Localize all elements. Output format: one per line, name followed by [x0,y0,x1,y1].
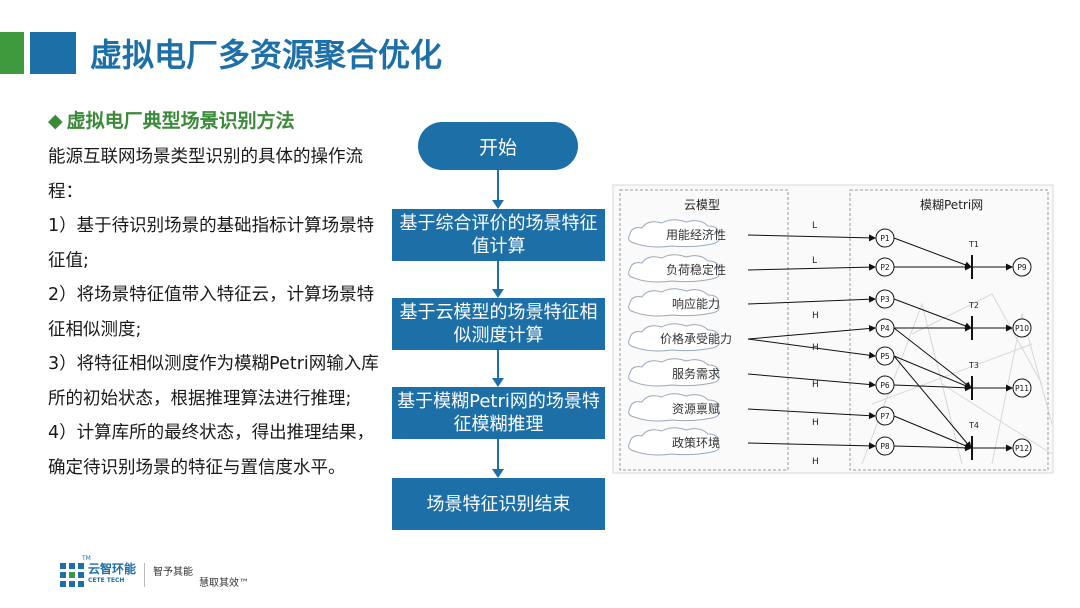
accent-bar-green [0,32,24,74]
logo-divider [144,563,145,587]
place-label: P2 [880,263,890,272]
place-label: P11 [1015,384,1029,393]
logo-slogan-2: 慧取其效™ [199,574,249,589]
place-label: P1 [880,234,890,243]
cloud-label: 服务需求 [672,366,720,381]
flow-step-3: 基于模糊Petri网的场景特征模糊推理 [392,387,605,439]
diamond-bullet-icon: ◆ [48,110,63,132]
input-place: P7 [876,407,894,425]
input-place: P3 [876,290,894,308]
company-logo: TM 云智环能 CETE TECH 智予其能 慧取其效™ [58,560,249,590]
flow-arrow-2 [497,261,499,296]
accent-bar-blue [30,32,76,74]
cloud-label: 负荷稳定性 [666,262,726,277]
section-heading-text: 虚拟电厂典型场景识别方法 [67,110,295,132]
logo-slogan-1: 智予其能 [153,563,193,578]
edge-label: H [812,418,819,428]
place-label: P12 [1015,444,1029,453]
procedure-intro: 能源互联网场景类型识别的具体的操作流程： [48,140,384,209]
procedure-step-3: 3）将特征相似测度作为模糊Petri网输入库所的初始状态，根据推理算法进行推理; [48,347,384,416]
place-label: P8 [880,442,890,451]
flow-step-2: 基于云模型的场景特征相似测度计算 [392,298,605,350]
output-place: P11 [1013,379,1031,397]
input-place: P2 [876,258,894,276]
page-title: 虚拟电厂多资源聚合优化 [90,30,442,76]
cloud-label: 响应能力 [672,296,720,311]
flow-arrow-1 [497,170,499,207]
edge-label: H [812,343,819,353]
edge-label: L [812,256,817,266]
procedure-step-1: 1）基于待识别场景的基础指标计算场景特征值; [48,209,384,278]
transition-label: T2 [968,301,979,310]
edge-label: H [812,457,819,467]
place-label: P4 [880,324,890,333]
procedure-step-2: 2）将场景特征值带入特征云，计算场景特征相似测度; [48,278,384,347]
procedure-text: 能源互联网场景类型识别的具体的操作流程： 1）基于待识别场景的基础指标计算场景特… [48,140,384,485]
flow-step-4: 场景特征识别结束 [392,478,605,530]
flow-arrow-3 [497,350,499,385]
flow-arrow-4 [497,439,499,476]
cloud-label: 用能经济性 [666,227,726,242]
procedure-step-4: 4）计算库所的最终状态，得出推理结果，确定待识别场景的特征与置信度水平。 [48,416,384,485]
place-label: P7 [880,412,890,421]
input-place: P5 [876,347,894,365]
section-heading: ◆虚拟电厂典型场景识别方法 [48,106,295,133]
input-place: P4 [876,319,894,337]
cloud-label: 资源禀赋 [672,401,720,416]
cloud-label: 政策环境 [672,435,720,450]
cloud-model-title: 云模型 [684,198,720,212]
input-place: P8 [876,437,894,455]
transition-label: T3 [968,361,979,370]
edge-label: H [812,311,819,321]
place-label: P9 [1017,263,1027,272]
logo-tm: TM [82,553,91,565]
edge-label: L [812,221,817,231]
flow-start-node: 开始 [418,122,578,170]
logo-mark-icon [58,561,86,589]
output-place: P9 [1013,258,1031,276]
flow-step-1: 基于综合评价的场景特征值计算 [392,209,605,261]
place-label: P3 [880,295,890,304]
cloud-petri-diagram: 云模型 模糊Petri网 用能经济性负荷稳定性响应能力价格承受能力服务需求资源禀… [612,184,1054,474]
logo-english: CETE TECH [88,575,136,587]
place-label: P6 [880,381,890,390]
input-place: P6 [876,376,894,394]
place-label: P5 [880,352,890,361]
place-label: P10 [1015,324,1029,333]
input-place: P1 [876,229,894,247]
logo-name: 云智环能 [88,563,136,575]
edge-label: H [812,380,819,390]
cloud-label: 价格承受能力 [660,331,732,346]
petri-net-title: 模糊Petri网 [920,197,983,212]
output-place: P12 [1013,439,1031,457]
transition-label: T1 [968,240,979,249]
transition-label: T4 [968,421,979,430]
output-place: P10 [1013,319,1031,337]
